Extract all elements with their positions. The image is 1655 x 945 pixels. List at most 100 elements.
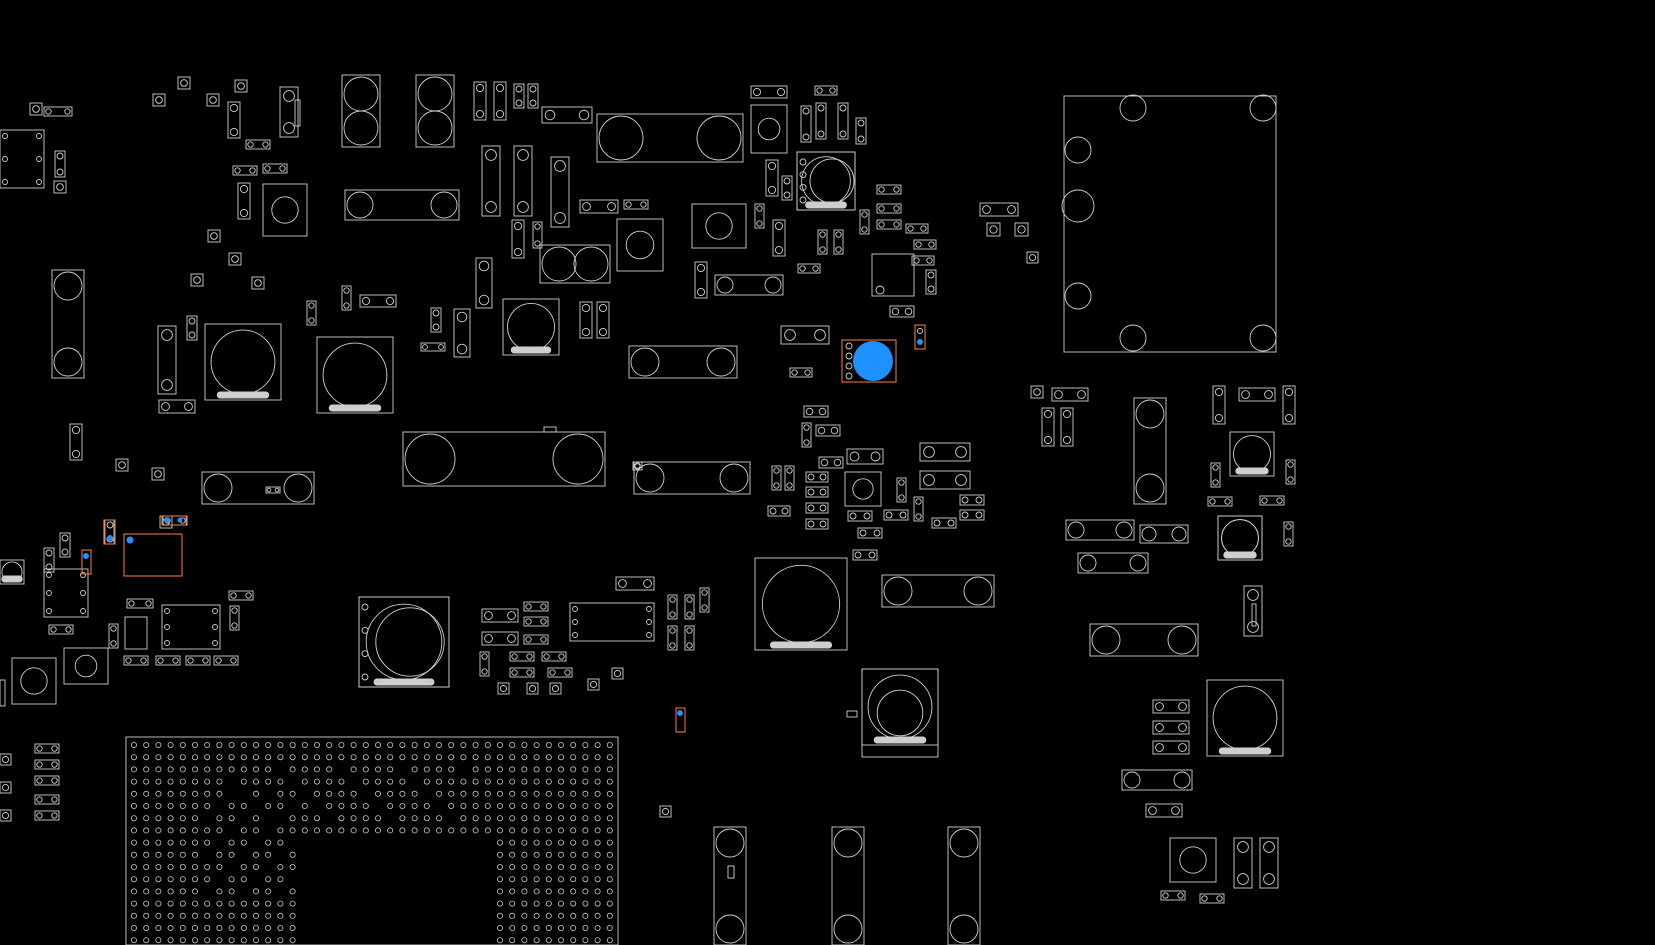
capacitor[interactable] xyxy=(341,74,381,148)
test-point[interactable] xyxy=(206,93,220,107)
two-pin-component[interactable] xyxy=(523,616,549,627)
two-pin-component[interactable] xyxy=(155,655,181,666)
two-pin-component[interactable] xyxy=(1160,890,1186,901)
test-point[interactable] xyxy=(207,229,221,243)
test-point[interactable] xyxy=(29,102,43,116)
capacitor[interactable] xyxy=(947,826,981,945)
two-pin-component[interactable] xyxy=(1212,385,1226,425)
two-pin-component[interactable] xyxy=(805,486,829,498)
capacitor[interactable] xyxy=(1089,623,1199,657)
capacitor[interactable] xyxy=(881,574,995,608)
inductor[interactable] xyxy=(358,596,450,688)
capacitor[interactable] xyxy=(201,471,315,505)
two-pin-component[interactable] xyxy=(541,651,567,662)
two-pin-component[interactable] xyxy=(265,486,281,494)
two-pin-component[interactable] xyxy=(232,165,258,176)
two-pin-component[interactable] xyxy=(833,229,844,255)
test-point[interactable] xyxy=(177,76,191,90)
two-pin-component[interactable] xyxy=(837,102,849,140)
two-pin-component[interactable] xyxy=(532,221,543,249)
two-pin-component[interactable] xyxy=(889,305,915,318)
test-point[interactable] xyxy=(587,678,600,691)
inductor[interactable] xyxy=(358,596,450,688)
ic-package[interactable] xyxy=(0,129,45,189)
test-point[interactable] xyxy=(497,682,510,695)
two-pin-component[interactable] xyxy=(684,625,695,651)
inductor[interactable] xyxy=(1217,515,1263,561)
two-pin-component[interactable] xyxy=(513,83,525,109)
two-pin-component[interactable] xyxy=(1041,407,1055,447)
two-pin-component[interactable] xyxy=(959,494,985,506)
two-pin-component[interactable] xyxy=(911,255,935,266)
two-pin-component[interactable] xyxy=(805,518,829,530)
two-pin-component[interactable] xyxy=(513,145,533,217)
two-pin-component[interactable] xyxy=(1207,496,1233,507)
inductor[interactable] xyxy=(502,298,560,356)
two-pin-component[interactable] xyxy=(780,325,830,345)
two-pin-component[interactable] xyxy=(54,150,66,178)
two-pin-component[interactable] xyxy=(1152,699,1190,714)
two-pin-component[interactable] xyxy=(34,794,60,805)
two-pin-component[interactable] xyxy=(1243,585,1263,637)
two-pin-component[interactable] xyxy=(765,159,779,197)
test-point[interactable] xyxy=(152,93,166,107)
test-point[interactable] xyxy=(549,682,562,695)
two-pin-component[interactable] xyxy=(34,775,60,786)
two-pin-component[interactable] xyxy=(855,117,867,145)
two-pin-component[interactable] xyxy=(801,422,812,448)
two-pin-component[interactable] xyxy=(1259,837,1279,889)
two-pin-component[interactable] xyxy=(959,509,985,521)
selected-resistor[interactable] xyxy=(104,519,116,545)
two-pin-component[interactable] xyxy=(43,106,73,117)
capacitor[interactable] xyxy=(1065,519,1135,541)
two-pin-component[interactable] xyxy=(623,199,649,210)
two-pin-component[interactable] xyxy=(919,470,971,490)
capacitor[interactable] xyxy=(1077,552,1149,574)
ic-package[interactable] xyxy=(1169,837,1217,883)
two-pin-component[interactable] xyxy=(493,81,507,121)
ic-package[interactable] xyxy=(11,657,57,705)
two-pin-component[interactable] xyxy=(667,625,678,651)
capacitor[interactable] xyxy=(402,431,606,487)
two-pin-component[interactable] xyxy=(805,502,829,514)
connector[interactable] xyxy=(294,99,301,127)
two-pin-component[interactable] xyxy=(158,399,196,414)
two-pin-component[interactable] xyxy=(859,209,870,235)
two-pin-component[interactable] xyxy=(818,456,844,469)
bga-chip-footprint[interactable] xyxy=(125,736,619,945)
two-pin-component[interactable] xyxy=(186,315,198,341)
two-pin-component[interactable] xyxy=(805,471,829,483)
two-pin-component[interactable] xyxy=(523,601,549,612)
test-point[interactable] xyxy=(0,781,12,794)
two-pin-component[interactable] xyxy=(1152,740,1190,755)
ic-package[interactable] xyxy=(844,471,882,507)
two-pin-component[interactable] xyxy=(815,102,827,140)
test-point[interactable] xyxy=(0,753,12,766)
two-pin-component[interactable] xyxy=(754,203,765,229)
two-pin-component[interactable] xyxy=(430,307,442,333)
two-pin-component[interactable] xyxy=(694,261,708,299)
two-pin-component[interactable] xyxy=(262,163,288,174)
ic-package[interactable] xyxy=(691,203,747,249)
two-pin-component[interactable] xyxy=(925,269,937,295)
two-pin-component[interactable] xyxy=(876,184,902,195)
capacitor[interactable] xyxy=(633,461,751,495)
capacitor[interactable] xyxy=(1121,769,1193,791)
ic-package[interactable] xyxy=(569,602,655,642)
connector[interactable] xyxy=(543,426,557,433)
two-pin-component[interactable] xyxy=(876,219,902,230)
test-point[interactable] xyxy=(234,79,248,93)
ic-package[interactable] xyxy=(124,616,148,650)
two-pin-component[interactable] xyxy=(1233,837,1253,889)
capacitor[interactable] xyxy=(1133,397,1167,505)
two-pin-component[interactable] xyxy=(919,442,971,462)
capacitor[interactable] xyxy=(628,345,738,379)
two-pin-component[interactable] xyxy=(228,590,254,601)
two-pin-component[interactable] xyxy=(34,810,60,821)
capacitor[interactable] xyxy=(1139,524,1189,544)
ic-package[interactable] xyxy=(161,604,221,650)
two-pin-component[interactable] xyxy=(771,465,782,491)
two-pin-component[interactable] xyxy=(905,223,929,234)
test-point[interactable] xyxy=(228,252,242,266)
two-pin-component[interactable] xyxy=(157,325,177,395)
